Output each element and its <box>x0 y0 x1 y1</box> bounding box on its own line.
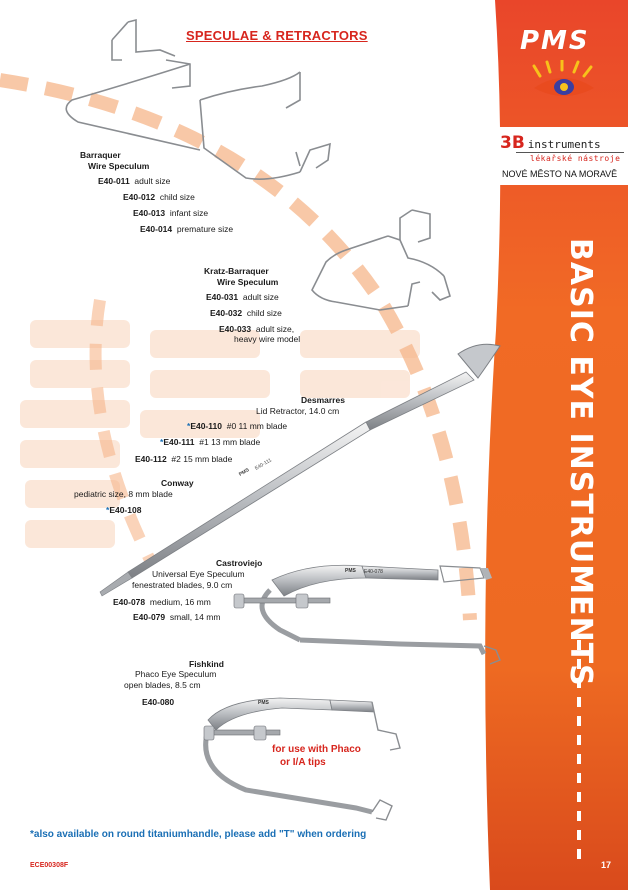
barraquer-type: Wire Speculum <box>88 161 150 171</box>
product-row: E40-112 #2 15 mm blade <box>135 454 233 464</box>
kratz-type: Wire Speculum <box>217 277 279 287</box>
eye-logo-icon <box>532 60 594 96</box>
product-row-desc: heavy wire model <box>234 334 301 344</box>
fishkind-name: Fishkind <box>189 659 224 669</box>
fishkind-desc: open blades, 8.5 cm <box>124 680 201 690</box>
fishkind-type: Phaco Eye Speculum <box>135 669 217 679</box>
dealer-brand-mark: 3B <box>500 133 525 153</box>
side-title-text: BASIC EYE INSTRUMENTS <box>563 238 598 687</box>
dealer-brand-word: instruments <box>527 138 601 151</box>
product-row: E40-014 premature size <box>140 224 234 234</box>
product-row: E40-078 medium, 16 mm <box>113 597 211 607</box>
product-row: E40-032 child size <box>210 308 282 318</box>
conway-name: Conway <box>161 478 194 488</box>
barraquer-name: Barraquer <box>80 150 121 160</box>
product-row: E40-031 adult size <box>206 292 279 302</box>
castroviejo-type: Universal Eye Speculum <box>152 569 245 579</box>
pms-logo: PMS <box>520 26 590 56</box>
product-row: E40-033 adult size, <box>219 324 295 334</box>
product-row: *E40-111 #1 13 mm blade <box>160 437 261 447</box>
dealer-subtitle: lékařské nástroje <box>530 154 621 163</box>
desmarres-type: Lid Retractor, 14.0 cm <box>256 406 340 416</box>
side-dash-line <box>577 640 583 880</box>
page-title: SPECULAE & RETRACTORS <box>186 28 368 43</box>
product-row: E40-079 small, 14 mm <box>133 612 221 622</box>
side-title: BASIC EYE INSTRUMENTS <box>558 238 608 687</box>
product-row: *E40-108 <box>106 505 142 515</box>
product-row: E40-013 infant size <box>133 208 209 218</box>
product-row: E40-011 adult size <box>98 176 171 186</box>
dealer-divider <box>516 152 624 153</box>
page-number: 17 <box>601 860 612 870</box>
product-row: E40-012 child size <box>123 192 195 202</box>
castroviejo-desc: fenestrated blades, 9.0 cm <box>132 580 233 590</box>
phaco-note: for use with Phaco or I/A tips <box>272 744 361 768</box>
kratz-name: Kratz-Barraquer <box>204 266 269 276</box>
desmarres-name: Desmarres <box>301 395 345 405</box>
ordering-footnote: *also available on round titaniumhandle,… <box>30 829 367 840</box>
catalog-code: ECE00308F <box>30 862 69 869</box>
conway-type: pediatric size, 8 mm blade <box>74 489 173 499</box>
product-row: *E40-110 #0 11 mm blade <box>187 421 288 431</box>
product-row: E40-080 <box>142 697 175 707</box>
castroviejo-name: Castroviejo <box>216 558 263 568</box>
dealer-city: NOVÉ MĚSTO NA MORAVĚ <box>502 169 618 179</box>
